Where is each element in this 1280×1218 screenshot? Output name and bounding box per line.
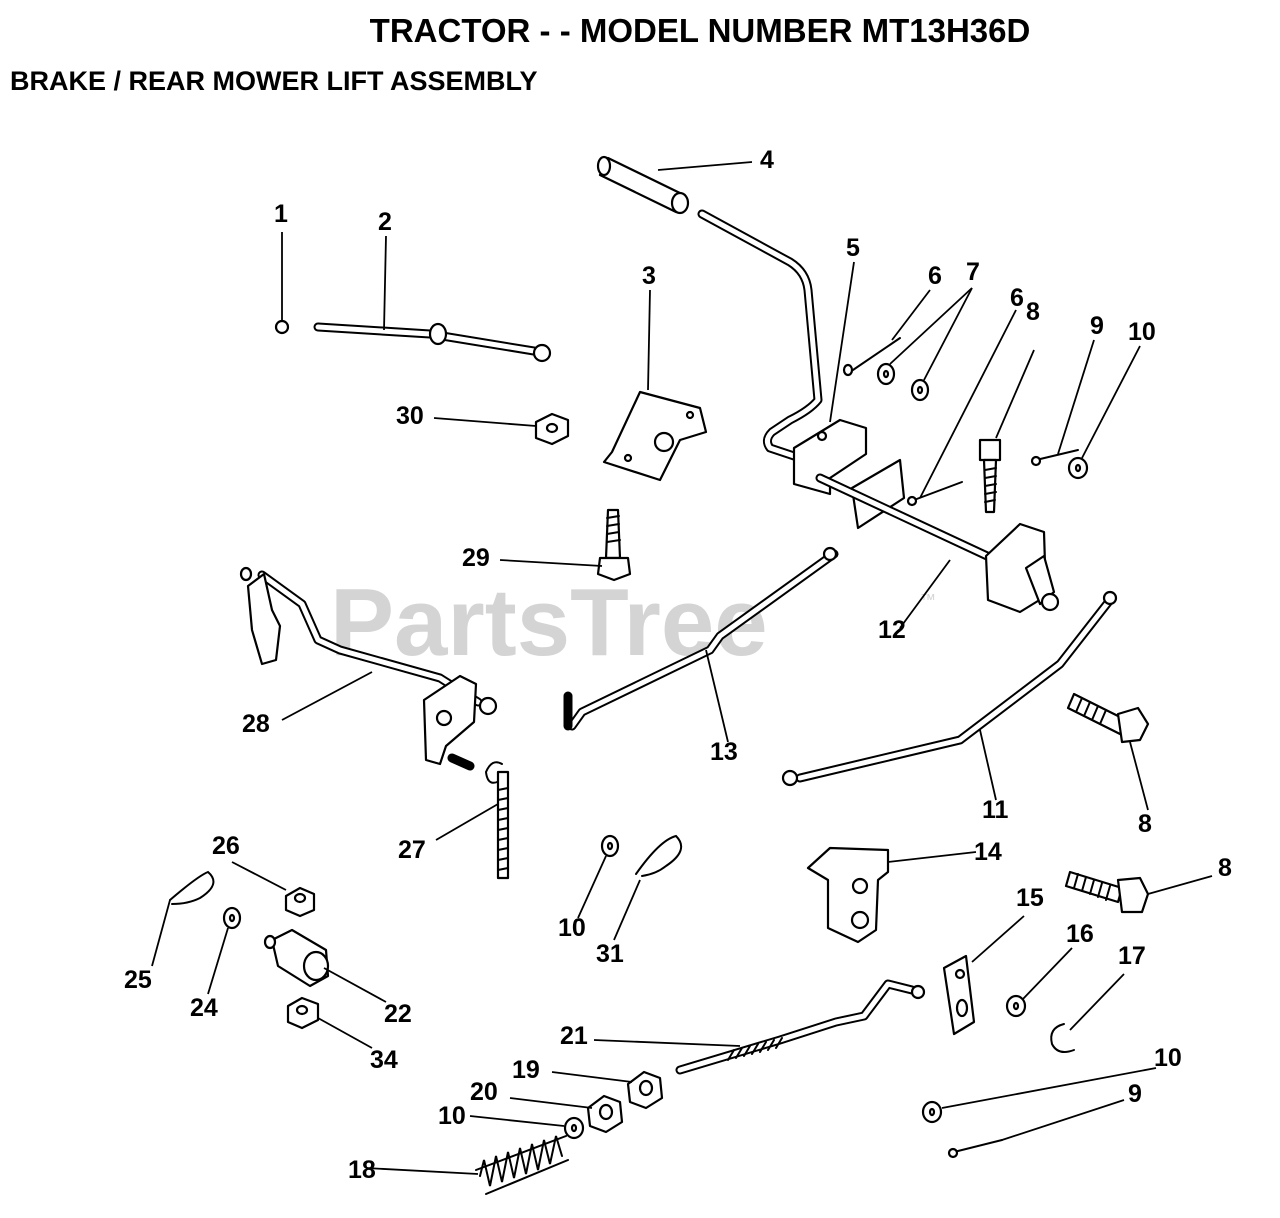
- part-20-nut: [586, 1094, 624, 1134]
- callout-17: 17: [1118, 942, 1146, 970]
- part-6-cotter-pin-b: [906, 481, 963, 507]
- callout-2: 2: [378, 208, 392, 236]
- part-8-bolt-lower: [1064, 870, 1150, 914]
- assembly-subtitle: BRAKE / REAR MOWER LIFT ASSEMBLY: [10, 66, 538, 96]
- part-34-nut: [286, 996, 320, 1030]
- callout-1: 1: [274, 200, 288, 228]
- callout-3: 3: [642, 262, 656, 290]
- part-24-washer: [222, 906, 242, 930]
- part-16-washer: [1005, 994, 1027, 1018]
- callout-15: 15: [1016, 884, 1044, 912]
- callout-24: 24: [190, 994, 218, 1022]
- part-8-bolt-top: [978, 438, 1002, 514]
- part-25-hairpin-clip: [169, 870, 215, 905]
- watermark: PartsTree: [330, 569, 768, 676]
- part-9-cotter-pin-lower: [947, 1139, 1003, 1159]
- callout-29: 29: [462, 544, 490, 572]
- callout-27: 27: [398, 836, 426, 864]
- part-17-e-clip: [1050, 1023, 1075, 1053]
- part-10-washer-lower: [921, 1100, 943, 1124]
- part-31-hairpin-clip: [635, 834, 683, 877]
- part-7-washer-a: [876, 362, 896, 386]
- watermark-tm: ™: [920, 592, 936, 609]
- callout-16: 16: [1066, 920, 1094, 948]
- callout-18: 18: [348, 1156, 376, 1184]
- part-6-cotter-pin: [842, 337, 901, 377]
- part-26-nut: [284, 886, 316, 918]
- callout-9b: 9: [1128, 1080, 1142, 1108]
- lift-lever-arm: [697, 209, 823, 463]
- page-title: TRACTOR - - MODEL NUMBER MT13H36D: [369, 12, 1031, 49]
- part-21-brake-rod: [675, 979, 926, 1075]
- callout-34: 34: [370, 1046, 398, 1074]
- callout-30: 30: [396, 402, 424, 430]
- callout-8c: 8: [1218, 854, 1232, 882]
- callout-10a: 10: [1128, 318, 1156, 346]
- callout-26: 26: [212, 832, 240, 860]
- part-22-swivel: [263, 928, 330, 988]
- part-14-bracket: [806, 846, 890, 944]
- part-15-link-plate: [942, 954, 976, 1036]
- part-30-nut: [534, 412, 570, 446]
- leader-lines: [151, 161, 1213, 1175]
- callout-13: 13: [710, 738, 738, 766]
- callout-22: 22: [384, 1000, 412, 1028]
- part-3-bracket: [602, 390, 708, 482]
- callout-6b: 6: [1010, 284, 1024, 312]
- callout-10b: 10: [558, 914, 586, 942]
- part-10-washer-spring: [563, 1116, 585, 1140]
- callout-25: 25: [124, 966, 152, 994]
- callout-5: 5: [846, 234, 860, 262]
- part-10-washer-middle: [600, 834, 620, 858]
- callout-7: 7: [966, 258, 980, 286]
- callout-9a: 9: [1090, 312, 1104, 340]
- part-12-cross-shaft: [815, 473, 1060, 614]
- part-1-bushing: [274, 319, 290, 335]
- part-7-washer-b: [910, 378, 930, 402]
- part-27-hook-bolt: [447, 753, 510, 880]
- part-11-lift-rod: [781, 590, 1118, 787]
- callout-6a: 6: [928, 262, 942, 290]
- part-19-nut: [626, 1070, 664, 1110]
- callout-8a: 8: [1026, 298, 1040, 326]
- callout-8b: 8: [1138, 810, 1152, 838]
- part-8-bolt-middle: [1066, 692, 1150, 744]
- part-18-spring: [475, 1135, 569, 1195]
- callout-11: 11: [982, 796, 1009, 824]
- callout-14: 14: [974, 838, 1002, 866]
- part-4-handle-grip: [596, 155, 690, 215]
- callout-31: 31: [596, 940, 624, 968]
- callout-10d: 10: [438, 1102, 466, 1130]
- callout-4: 4: [760, 146, 774, 174]
- part-10-washer-top: [1067, 456, 1089, 480]
- callout-20: 20: [470, 1078, 498, 1106]
- callout-12: 12: [878, 616, 906, 644]
- part-9-cotter-pin-top: [1030, 449, 1079, 467]
- part-5-pivot-bracket: [792, 418, 906, 530]
- callout-10c: 10: [1154, 1044, 1182, 1072]
- callout-19: 19: [512, 1056, 540, 1084]
- part-13-brake-rod: [563, 546, 839, 731]
- part-2-rod: [313, 322, 552, 363]
- part-29-bolt: [596, 508, 632, 582]
- callout-28: 28: [242, 710, 270, 738]
- callout-21: 21: [560, 1022, 588, 1050]
- part-28-rock-shaft: [239, 566, 498, 766]
